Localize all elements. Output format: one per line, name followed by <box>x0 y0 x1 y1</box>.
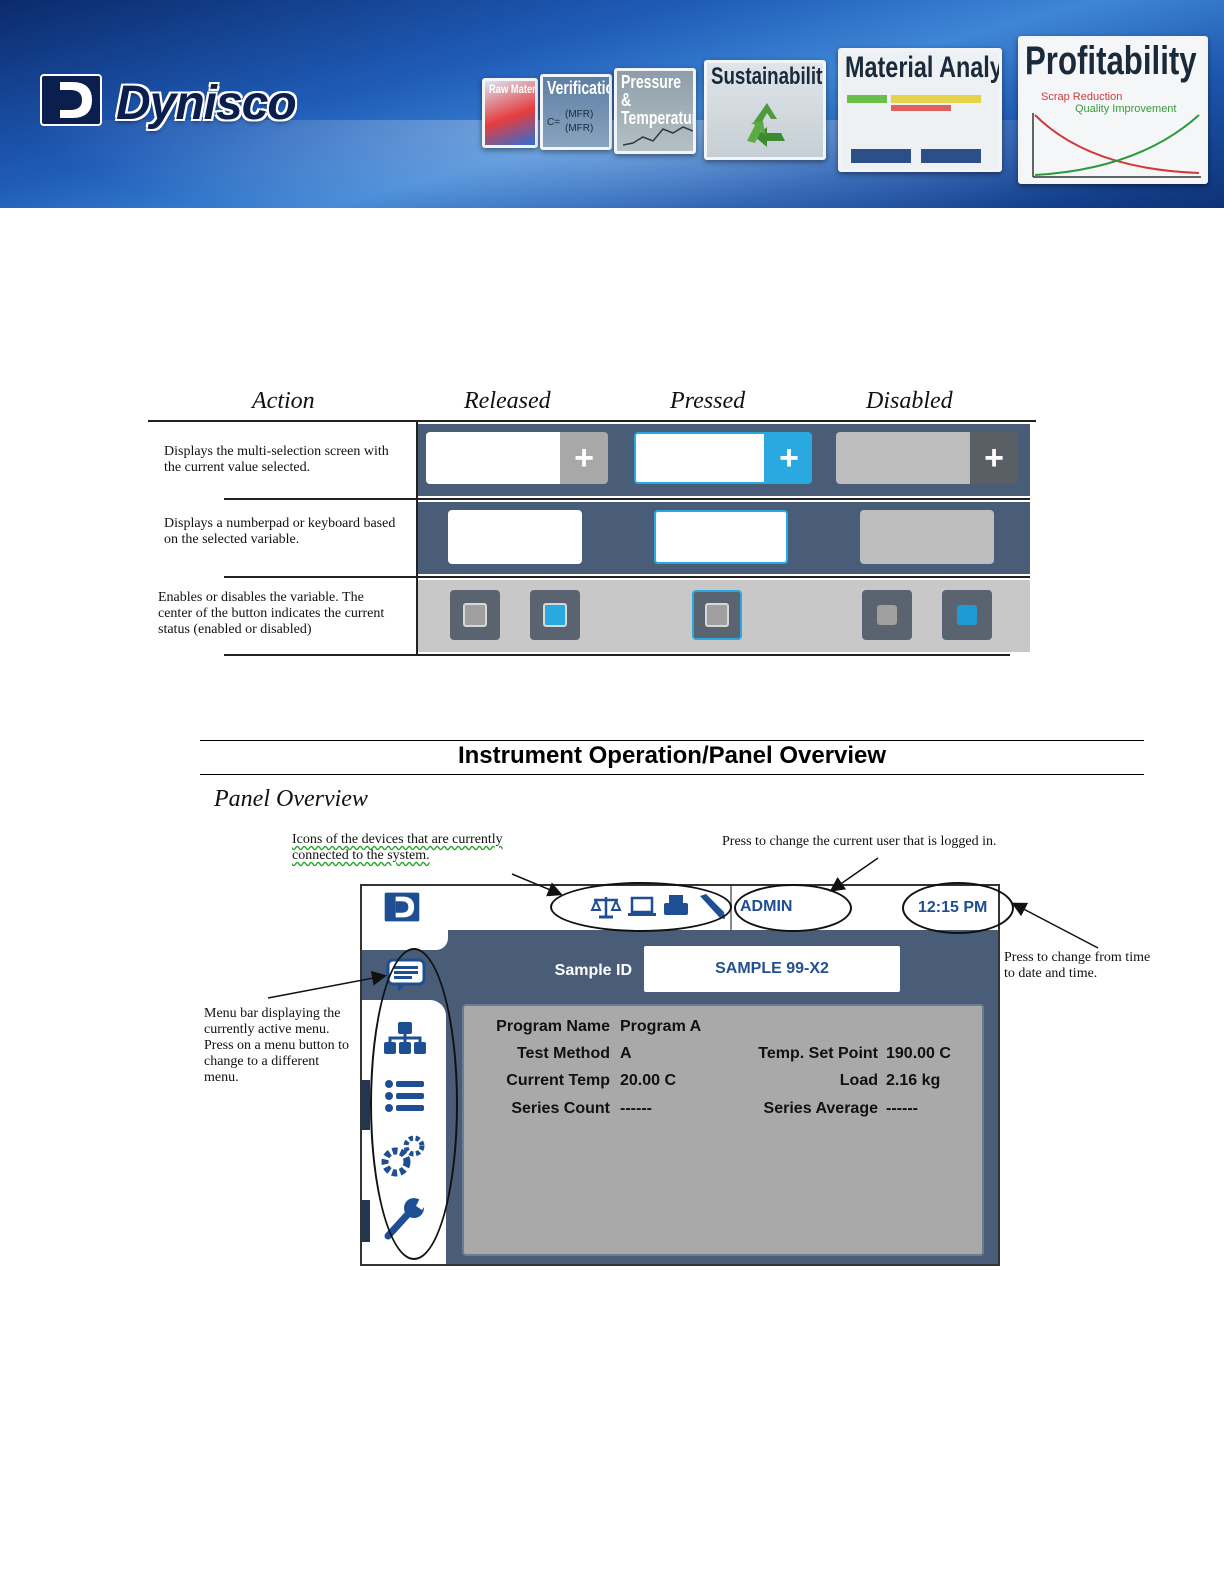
header-released: Released <box>464 388 551 414</box>
plus-icon: + <box>574 439 594 477</box>
program-name-value: Program A <box>620 1018 702 1035</box>
annotation-time: Press to change from time to date and ti… <box>1004 950 1151 981</box>
program-name-label: Program Name <box>496 1018 610 1035</box>
header-action: Action <box>252 388 315 414</box>
row-3-action: Enables or disables the variable. The ce… <box>158 590 385 637</box>
test-method-label: Test Method <box>516 1045 610 1062</box>
devices-arrow <box>511 873 563 897</box>
row-rule-1 <box>224 498 1030 500</box>
disabled-toggle-on <box>942 590 992 640</box>
formula-mfr-top: (MFR) <box>565 109 594 120</box>
row-rule-2 <box>224 576 1030 578</box>
test-method-value: A <box>620 1045 632 1062</box>
series-average-value: ------ <box>886 1100 918 1117</box>
toggle-on-center <box>957 605 977 625</box>
temp-set-point-label: Temp. Set Point <box>758 1045 878 1062</box>
toggle-off-center <box>463 603 487 627</box>
plus-icon: + <box>984 439 1004 477</box>
table-header-rule <box>148 420 1036 422</box>
analysis-bar-yellow <box>891 95 981 103</box>
panel-label: Sustainability <box>711 63 826 90</box>
dynisco-logo-icon <box>40 74 102 126</box>
pressed-select-field[interactable] <box>634 432 766 484</box>
toggle-off-center <box>877 605 897 625</box>
user-arrow <box>829 857 879 892</box>
analysis-block-blue-2 <box>921 149 981 163</box>
annotation-devices: Icons of the devices that are currently … <box>292 832 503 863</box>
annotation-menu: Menu bar displaying the currently active… <box>204 1006 350 1085</box>
time-arrow <box>1011 902 1099 949</box>
header-pressed: Pressed <box>670 388 746 414</box>
menu-scroll-indicator-2 <box>362 1200 370 1242</box>
load-label: Load <box>839 1072 878 1089</box>
disabled-plus-button: + <box>970 432 1018 484</box>
released-select-field[interactable] <box>426 432 560 484</box>
sample-id-field[interactable]: SAMPLE 99-X2 <box>644 946 900 992</box>
disabled-entry-field <box>860 510 994 564</box>
analysis-block-blue <box>851 149 911 163</box>
panel-label: Material Analysis <box>845 51 1002 84</box>
banner-panel-pressure-temperature: Pressure & Temperature <box>614 68 696 154</box>
current-temp-label: Current Temp <box>506 1072 610 1089</box>
panel-top-bar-tab <box>362 930 448 950</box>
released-toggle-on[interactable] <box>530 590 580 640</box>
disabled-select-field <box>836 432 970 484</box>
series-count-value: ------ <box>620 1100 652 1117</box>
banner-panel-raw-materials: Raw Materials <box>482 78 538 148</box>
profit-curve-icon <box>1032 113 1201 178</box>
banner-panel-profitability: Profitability Scrap Reduction Quality Im… <box>1018 36 1208 184</box>
released-toggle-off[interactable] <box>450 590 500 640</box>
row-2-action: Displays a numberpad or keyboard based o… <box>164 516 396 547</box>
program-info-panel <box>462 1004 984 1256</box>
banner-panel-sustainability: Sustainability <box>704 60 826 160</box>
load-value: 2.16 kg <box>886 1072 941 1089</box>
disabled-toggle-off <box>862 590 912 640</box>
annotation-user: Press to change the current user that is… <box>722 834 997 849</box>
panel-label: Profitability <box>1025 39 1197 83</box>
temp-set-point-value: 190.00 C <box>886 1045 951 1062</box>
menu-scroll-indicator <box>362 1080 370 1130</box>
toggle-off-center <box>705 603 729 627</box>
row-1-action: Displays the multi-selection screen with… <box>164 444 389 475</box>
section-title: Instrument Operation/Panel Overview <box>457 742 887 769</box>
series-count-label: Series Count <box>511 1100 610 1117</box>
header-disabled: Disabled <box>866 388 953 414</box>
panel-label: Raw Materials <box>489 82 538 96</box>
panel-overview-heading: Panel Overview <box>214 786 368 812</box>
table-column-divider <box>416 420 418 656</box>
toggle-on-center <box>543 603 567 627</box>
analysis-bar-green <box>847 95 887 103</box>
plus-icon: + <box>779 439 799 477</box>
section-rule-top <box>200 740 1144 741</box>
pressed-entry-field[interactable] <box>654 510 788 564</box>
row-rule-3 <box>224 654 1010 656</box>
menu-callout-ellipse <box>370 948 458 1260</box>
menu-arrow <box>267 970 387 999</box>
series-average-label: Series Average <box>763 1100 878 1117</box>
pressed-toggle[interactable] <box>692 590 742 640</box>
banner-panel-verification: Verification C= (MFR) (MFR) <box>540 74 612 150</box>
quality-improvement-label: Quality Improvement <box>1075 103 1177 115</box>
pressed-plus-button[interactable]: + <box>766 432 812 484</box>
sample-id-label: Sample ID <box>554 962 632 979</box>
released-plus-button[interactable]: + <box>560 432 608 484</box>
analysis-bar-red <box>891 105 951 111</box>
banner-panel-material-analysis: Material Analysis <box>838 48 1002 172</box>
user-callout-ellipse <box>734 884 852 932</box>
devices-callout-ellipse <box>550 882 732 932</box>
formula-mfr-bottom: (MFR) <box>565 123 594 134</box>
scrap-reduction-label: Scrap Reduction <box>1041 91 1123 103</box>
released-entry-field[interactable] <box>448 510 582 564</box>
panel-logo-icon <box>384 892 420 922</box>
header-banner: Dynisco Raw Materials Verification C= (M… <box>0 0 1224 208</box>
panel-label: Verification <box>547 78 609 98</box>
current-temp-value: 20.00 C <box>620 1072 677 1089</box>
panel-label: Pressure & Temperature <box>621 72 693 128</box>
pressure-chart-icon <box>623 126 693 146</box>
recycle-icon <box>747 103 785 147</box>
formula-c: C= <box>547 117 561 128</box>
section-rule-bottom <box>200 774 1144 775</box>
brand-name: Dynisco <box>116 77 297 130</box>
